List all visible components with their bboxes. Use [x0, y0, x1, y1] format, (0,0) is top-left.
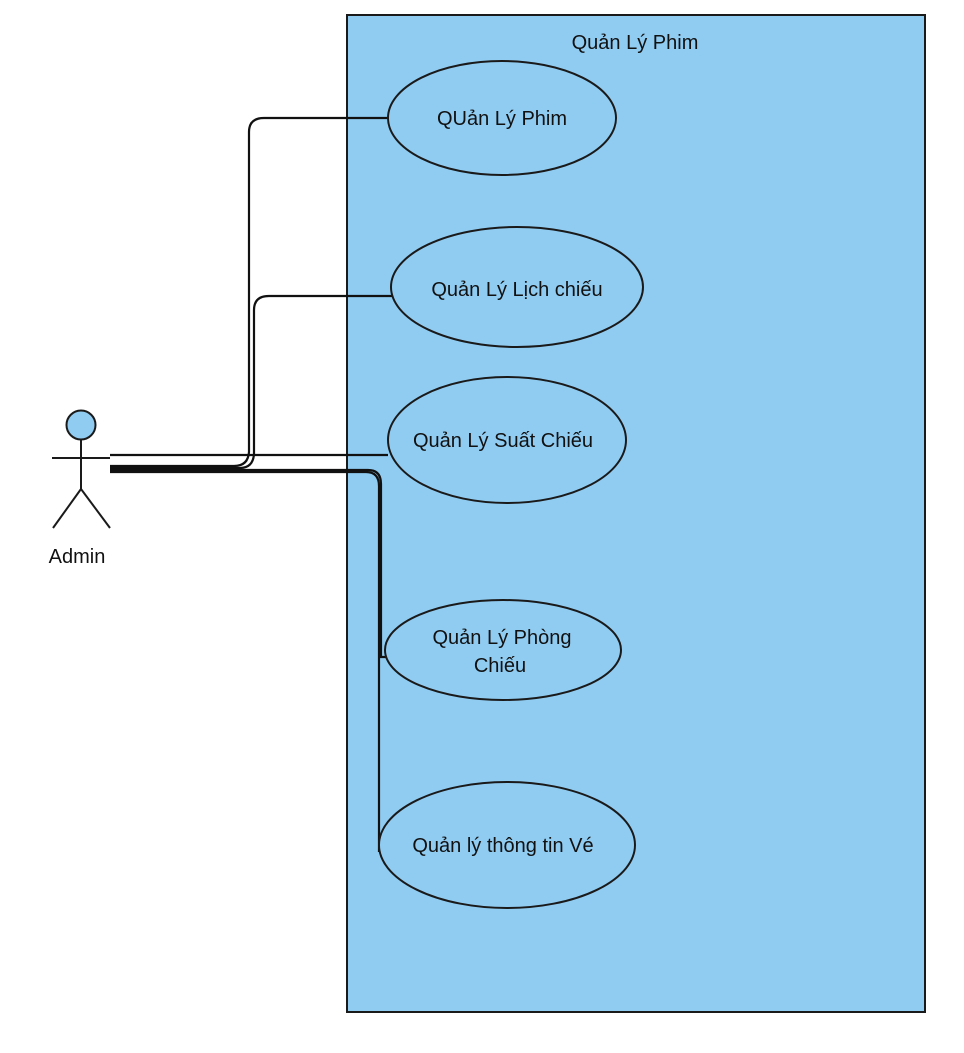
use-case-ellipse: [390, 226, 644, 348]
system-title: Quản Lý Phim: [572, 32, 699, 54]
use-case-rooms[interactable]: Quản Lý Phòng Chiếu: [384, 599, 622, 701]
actor-head-icon: [65, 409, 97, 441]
use-case-label: QUản Lý Phim: [437, 108, 567, 130]
use-case-label: Quản lý thông tin Vé: [412, 835, 593, 857]
use-case-showtimes[interactable]: Quản Lý Suất Chiếu: [387, 376, 627, 504]
use-case-ellipse: [378, 781, 636, 909]
use-case-ellipse: [387, 60, 617, 176]
association-line-manage-tickets: [110, 470, 381, 852]
use-case-label: Quản Lý Phòng: [433, 627, 572, 649]
use-case-schedules[interactable]: Quản Lý Lịch chiếu: [390, 226, 644, 348]
association-line-manage-movies: [110, 116, 388, 468]
actor-admin[interactable]: Admin: [49, 409, 111, 569]
actor-label: Admin: [49, 546, 106, 568]
association-lines: [110, 116, 392, 852]
use-case-tickets[interactable]: Quản lý thông tin Vé: [378, 781, 636, 909]
use-case-label: Chiếu: [474, 655, 526, 677]
use-case-movies[interactable]: QUản Lý Phim: [387, 60, 617, 176]
association-line-manage-schedules: [110, 294, 392, 470]
association-line-manage-rooms: [110, 468, 386, 659]
use-case-ellipse: [384, 599, 622, 701]
stick-figure-icon: [52, 439, 111, 529]
use-case-ellipse: [387, 376, 627, 504]
use-case-label: Quản Lý Lịch chiếu: [431, 279, 602, 301]
use-case-label: Quản Lý Suất Chiếu: [413, 430, 593, 452]
